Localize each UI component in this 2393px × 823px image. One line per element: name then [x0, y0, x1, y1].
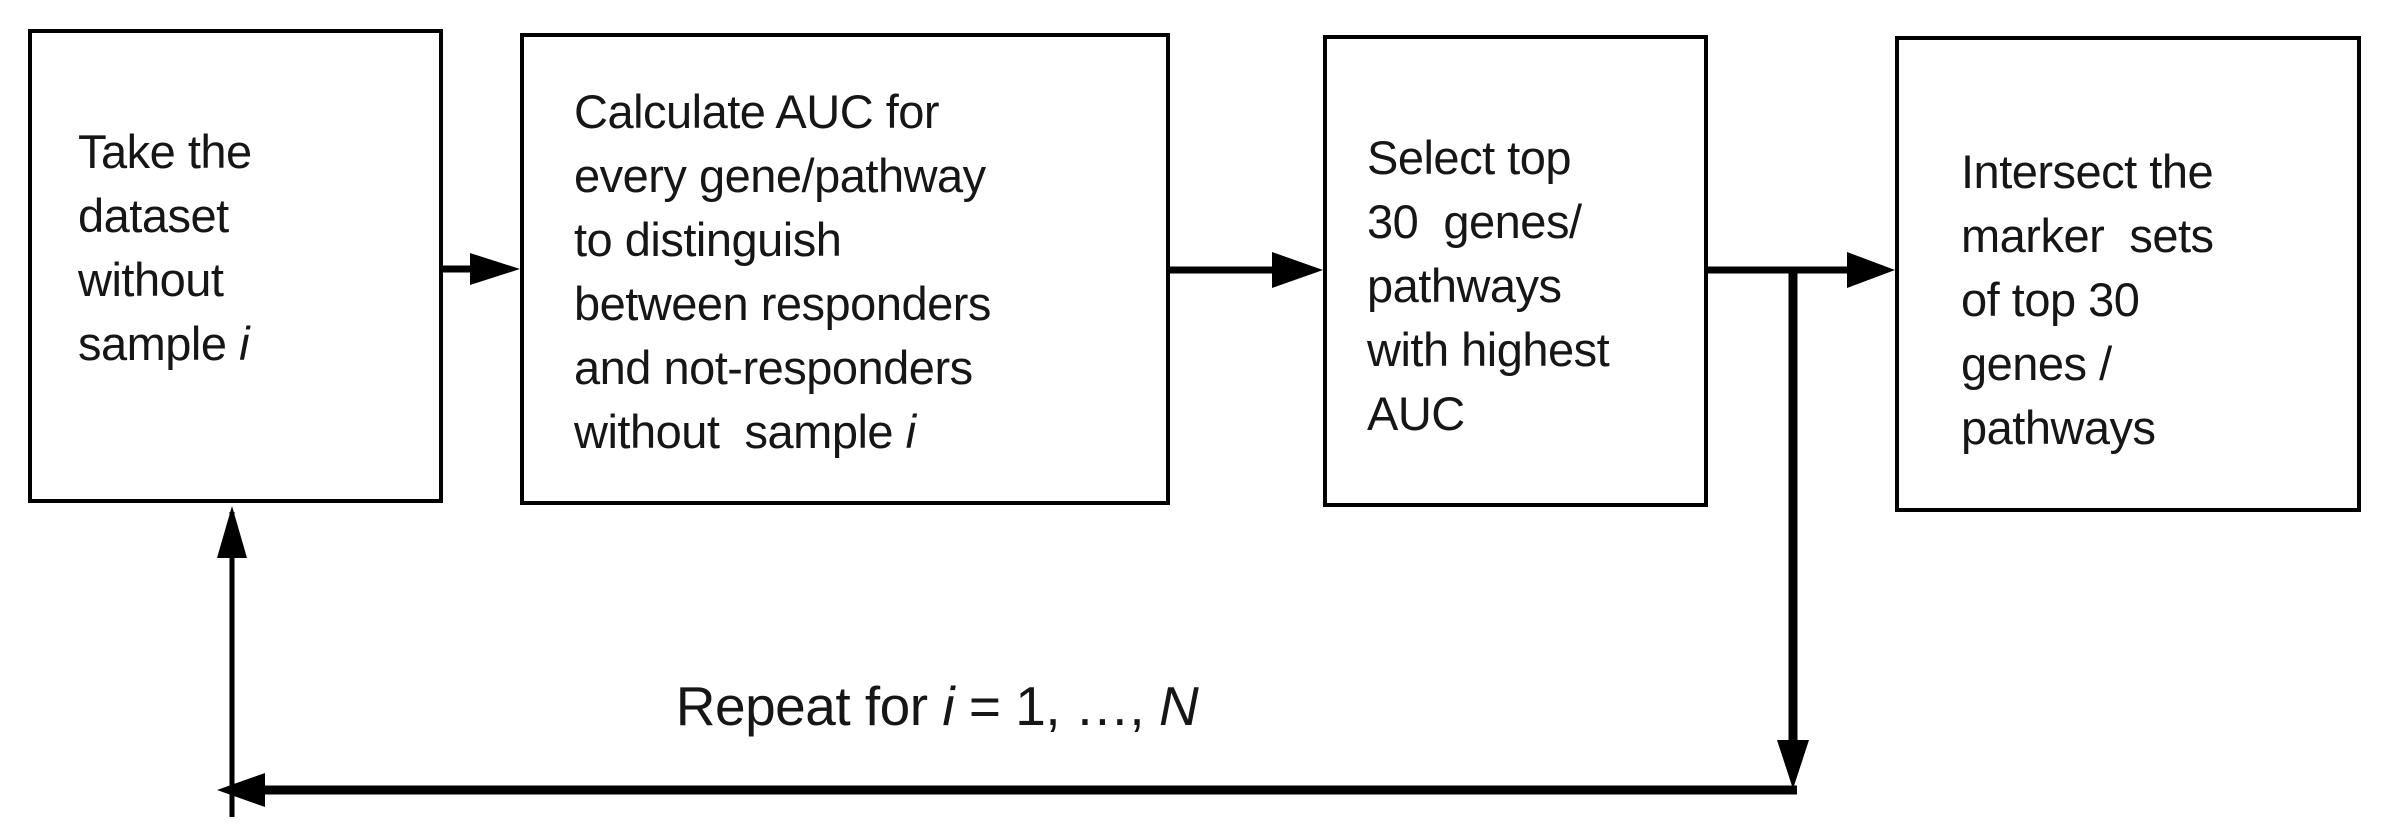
loop-bottom-left-arrow-icon [217, 773, 1797, 807]
loop-return-up-arrow-icon [217, 506, 247, 817]
arrow-box3-to-box4-icon [1708, 252, 1895, 288]
loop-branch-down-arrow-icon [1777, 267, 1809, 789]
arrow-box1-to-box2-icon [443, 253, 520, 285]
loop-repeat-label: Repeat for i = 1, …, N [675, 675, 1199, 737]
arrow-box2-to-box3-icon [1170, 252, 1323, 288]
